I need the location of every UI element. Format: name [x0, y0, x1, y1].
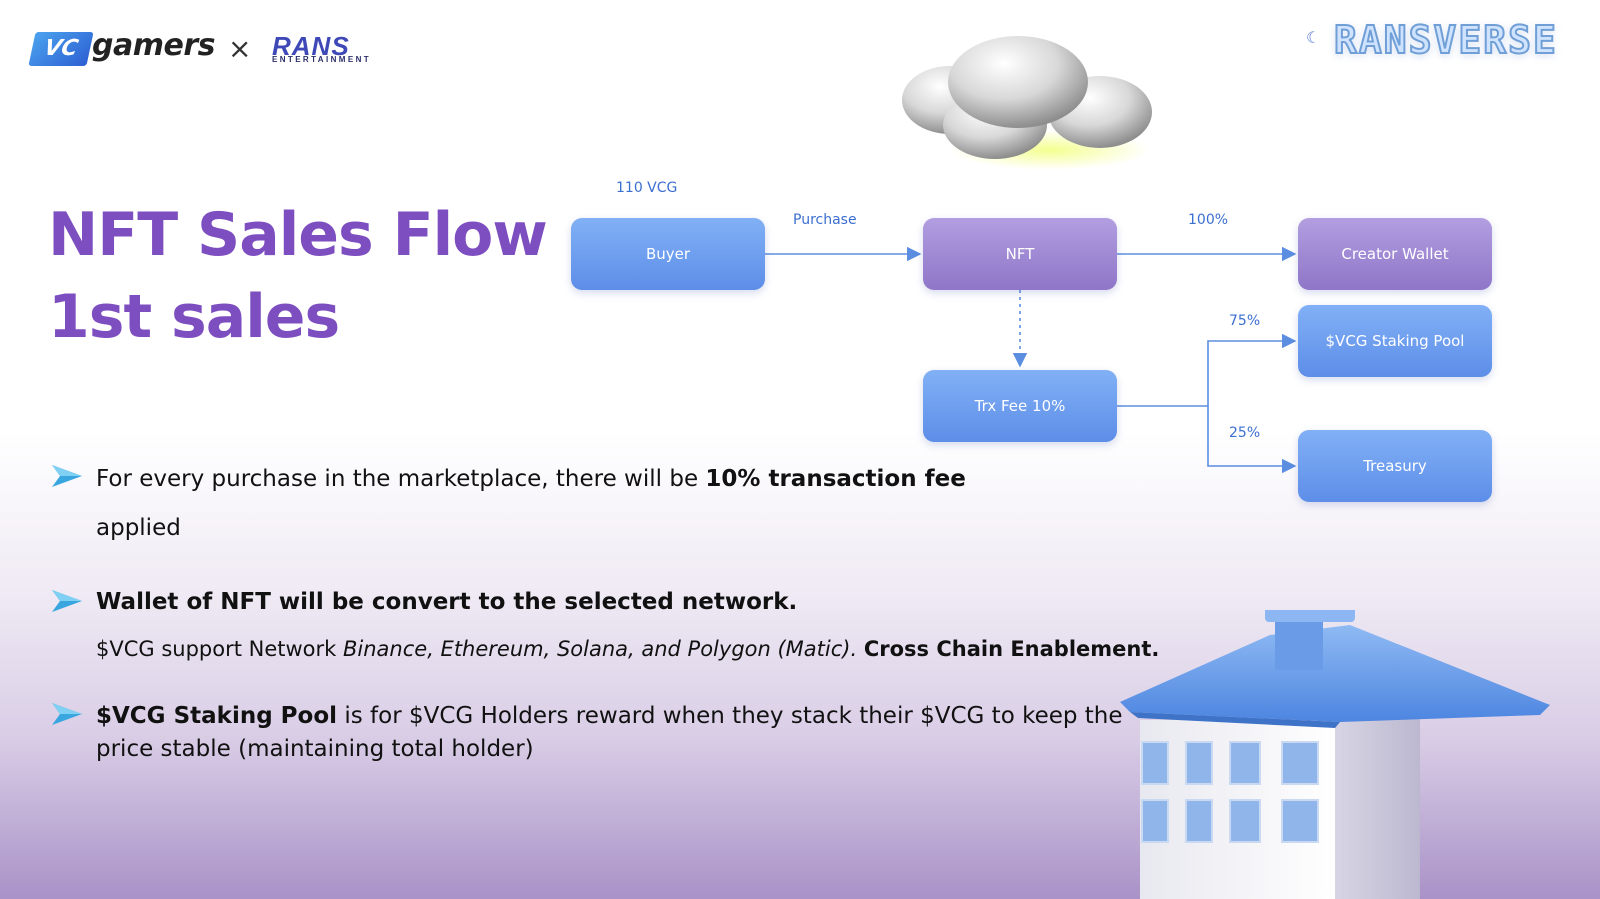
bullet-3-plain: is for $VCG Holders reward when they sta… [337, 703, 1123, 729]
arrow-fee-to-staking [1117, 333, 1297, 407]
vcgamers-logo-text: gamers [92, 28, 215, 63]
buyer-node: Buyer [571, 218, 765, 290]
staking-pool-node-label: $VCG Staking Pool [1325, 332, 1465, 350]
bullet-arrow-icon [52, 703, 82, 725]
nft-node: NFT [923, 218, 1117, 290]
bullet-2-sub-bold: Cross Chain Enablement. [863, 637, 1160, 661]
bullet-2-sub-plain: $VCG support Network [96, 637, 343, 661]
staking-percent-label: 75% [1229, 313, 1261, 329]
bullet-1-text: For every purchase in the marketplace, t… [96, 463, 966, 495]
bullet-3-bold: $VCG Staking Pool [96, 703, 338, 729]
creator-wallet-node: Creator Wallet [1298, 218, 1492, 290]
staking-pool-node: $VCG Staking Pool [1298, 305, 1492, 377]
treasury-node-label: Treasury [1363, 457, 1427, 475]
treasury-node: Treasury [1298, 430, 1492, 502]
bullet-arrow-icon [52, 465, 82, 487]
trx-fee-node: Trx Fee 10% [923, 370, 1117, 442]
rans-logo: RANS [272, 31, 350, 61]
cloud-illustration [900, 36, 1152, 170]
bullet-2-sub: $VCG support Network Binance, Ethereum, … [96, 637, 1159, 661]
crescent-icon: ☾ [1306, 28, 1321, 47]
bullet-1-continuation: applied [96, 515, 181, 541]
bullet-3-continuation: price stable (maintaining total holder) [96, 736, 534, 762]
purchase-label: Purchase [793, 212, 857, 228]
bullet-2-sub-networks: Binance, Ethereum, Solana, and Polygon (… [343, 637, 858, 661]
page-title: NFT Sales Flow [48, 200, 548, 270]
ransverse-logo: RANSVERSE [1333, 17, 1558, 63]
bullet-arrow-icon [52, 590, 82, 612]
page-subtitle: 1st sales [48, 282, 340, 352]
house-illustration [1120, 610, 1550, 899]
bullet-2-heading: Wallet of NFT will be convert to the sel… [96, 586, 797, 618]
creator-percent-label: 100% [1188, 212, 1229, 228]
bullet-1-plain: For every purchase in the marketplace, t… [96, 466, 706, 492]
bullet-1-bold: 10% transaction fee [705, 466, 966, 492]
logo-separator: × [228, 32, 252, 65]
buyer-node-label: Buyer [645, 245, 691, 263]
treasury-percent-label: 25% [1229, 425, 1261, 441]
price-label: 110 VCG [616, 180, 678, 196]
nft-node-label: NFT [1005, 245, 1035, 263]
arrow-fee-to-treasury [1207, 406, 1297, 474]
bullet-2-bold: Wallet of NFT will be convert to the sel… [96, 589, 798, 615]
bullet-3-text: $VCG Staking Pool is for $VCG Holders re… [96, 700, 1123, 732]
trx-fee-node-label: Trx Fee 10% [974, 397, 1066, 415]
rans-logo-subtitle: ENTERTAINMENT [272, 55, 372, 64]
creator-wallet-node-label: Creator Wallet [1341, 245, 1449, 263]
